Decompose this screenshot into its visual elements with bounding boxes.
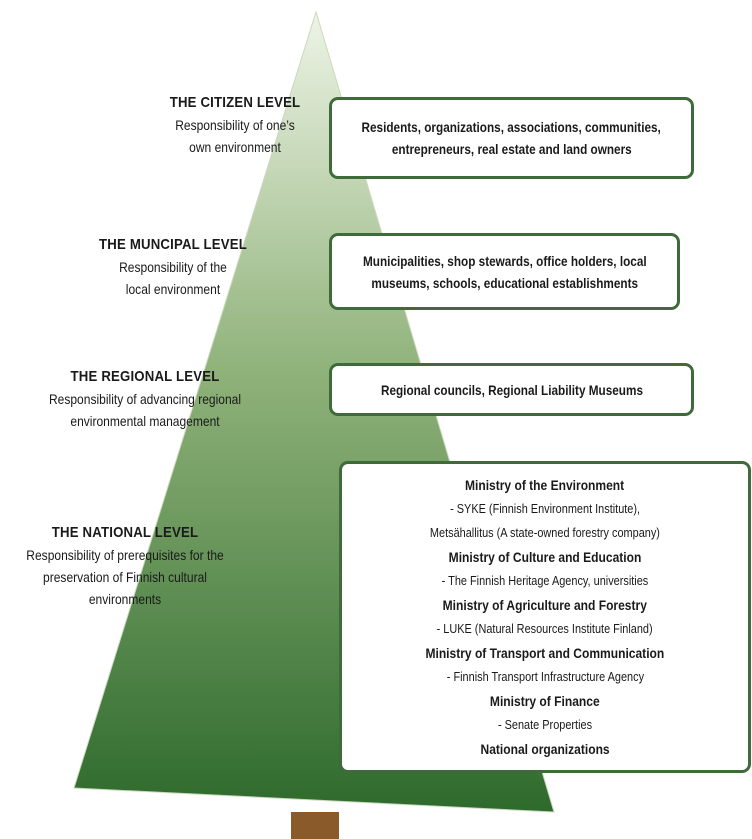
ministry-agency: - Finnish Transport Infrastructure Agenc… xyxy=(446,669,644,684)
regional-level-label: THE REGIONAL LEVEL Responsibility of adv… xyxy=(10,368,280,432)
level-description-line: Responsibility of prerequisites for the xyxy=(26,547,224,563)
municipal-actors-box: Municipalities, shop stewards, office ho… xyxy=(329,233,680,310)
ministry-name: Ministry of Culture and Education xyxy=(448,549,642,565)
national-organizations: National organizations xyxy=(480,741,610,757)
level-description-line: environmental management xyxy=(70,413,220,429)
tree-trunk xyxy=(291,812,339,839)
national-level-label: THE NATIONAL LEVEL Responsibility of pre… xyxy=(0,524,250,610)
regional-actors-box: Regional councils, Regional Liability Mu… xyxy=(329,363,694,416)
ministry-agency: - Senate Properties xyxy=(497,717,593,732)
level-description-line: preservation of Finnish cultural xyxy=(43,569,207,585)
citizen-actors-box: Residents, organizations, associations, … xyxy=(329,97,694,179)
ministry-name: Ministry of Agriculture and Forestry xyxy=(442,597,648,613)
level-description-line: local environment xyxy=(125,281,221,297)
box-line: museums, schools, educational establishm… xyxy=(371,274,638,291)
ministry-name: Ministry of Transport and Communication xyxy=(425,645,665,661)
municipal-level-label: THE MUNCIPAL LEVEL Responsibility of the… xyxy=(68,236,278,300)
ministry-agency: - LUKE (Natural Resources Institute Finl… xyxy=(436,621,654,636)
ministry-name: Ministry of Finance xyxy=(490,693,600,709)
ministry-agency: Metsähallitus (A state-owned forestry co… xyxy=(429,525,661,540)
level-title: THE MUNCIPAL LEVEL xyxy=(99,236,247,253)
box-line: Residents, organizations, associations, … xyxy=(361,119,662,135)
ministry-agency: - SYKE (Finnish Environment Institute), xyxy=(450,501,640,516)
level-title: THE NATIONAL LEVEL xyxy=(51,524,199,541)
level-title: THE REGIONAL LEVEL xyxy=(70,368,220,385)
ministry-agency: - The Finnish Heritage Agency, universit… xyxy=(441,573,649,588)
level-description-line: Responsibility of one’s xyxy=(175,117,295,133)
ministry-name: Ministry of the Environment xyxy=(465,477,625,493)
level-title: THE CITIZEN LEVEL xyxy=(169,94,301,111)
level-description-line: Responsibility of the xyxy=(119,259,227,275)
box-line: Regional councils, Regional Liability Mu… xyxy=(380,381,643,398)
level-description-line: Responsibility of advancing regional xyxy=(48,391,242,407)
citizen-level-label: THE CITIZEN LEVEL Responsibility of one’… xyxy=(130,94,340,158)
box-line: Municipalities, shop stewards, office ho… xyxy=(362,252,647,269)
level-description-line: environments xyxy=(88,591,162,607)
national-actors-box: Ministry of the Environment - SYKE (Finn… xyxy=(339,461,751,773)
level-description-line: own environment xyxy=(189,139,281,155)
box-line: entrepreneurs, real estate and land owne… xyxy=(391,141,632,157)
